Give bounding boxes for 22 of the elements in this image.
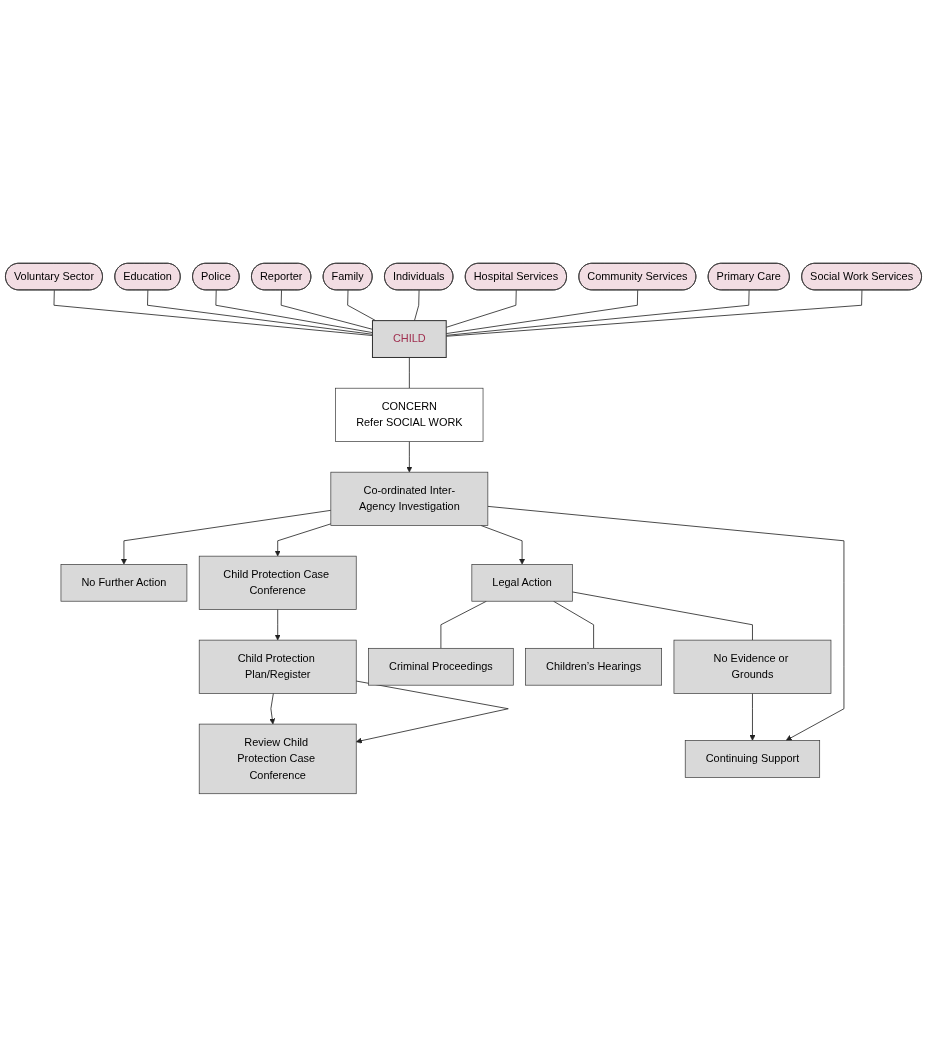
node-box: Criminal Proceedings — [368, 647, 514, 686]
connector — [414, 289, 420, 322]
node-box: CONCERN Refer SOCIAL WORK — [335, 387, 484, 442]
node-box: Children’s Hearings — [525, 647, 662, 686]
node-box: No Evidence or Grounds — [673, 639, 832, 694]
connector — [53, 289, 373, 336]
connector — [280, 289, 373, 330]
connector — [147, 289, 373, 335]
connector — [553, 600, 595, 649]
connector — [571, 591, 753, 641]
node-box: No Further Action — [60, 564, 188, 602]
node-box: Co-ordinated Inter-Agency Investigation — [330, 471, 489, 526]
node-box: Legal Action — [471, 564, 573, 602]
node-box: CHILD — [371, 320, 447, 358]
connector — [408, 357, 410, 389]
connector — [347, 289, 377, 322]
connector — [215, 289, 373, 334]
node-box: Child Protection Plan/Register — [198, 639, 357, 694]
node-box: Continuing Support — [684, 740, 821, 778]
node-box: Review Child Protection Case Conference — [198, 723, 357, 795]
node-box: Child Protection Case Conference — [198, 555, 357, 610]
connector — [440, 600, 487, 649]
